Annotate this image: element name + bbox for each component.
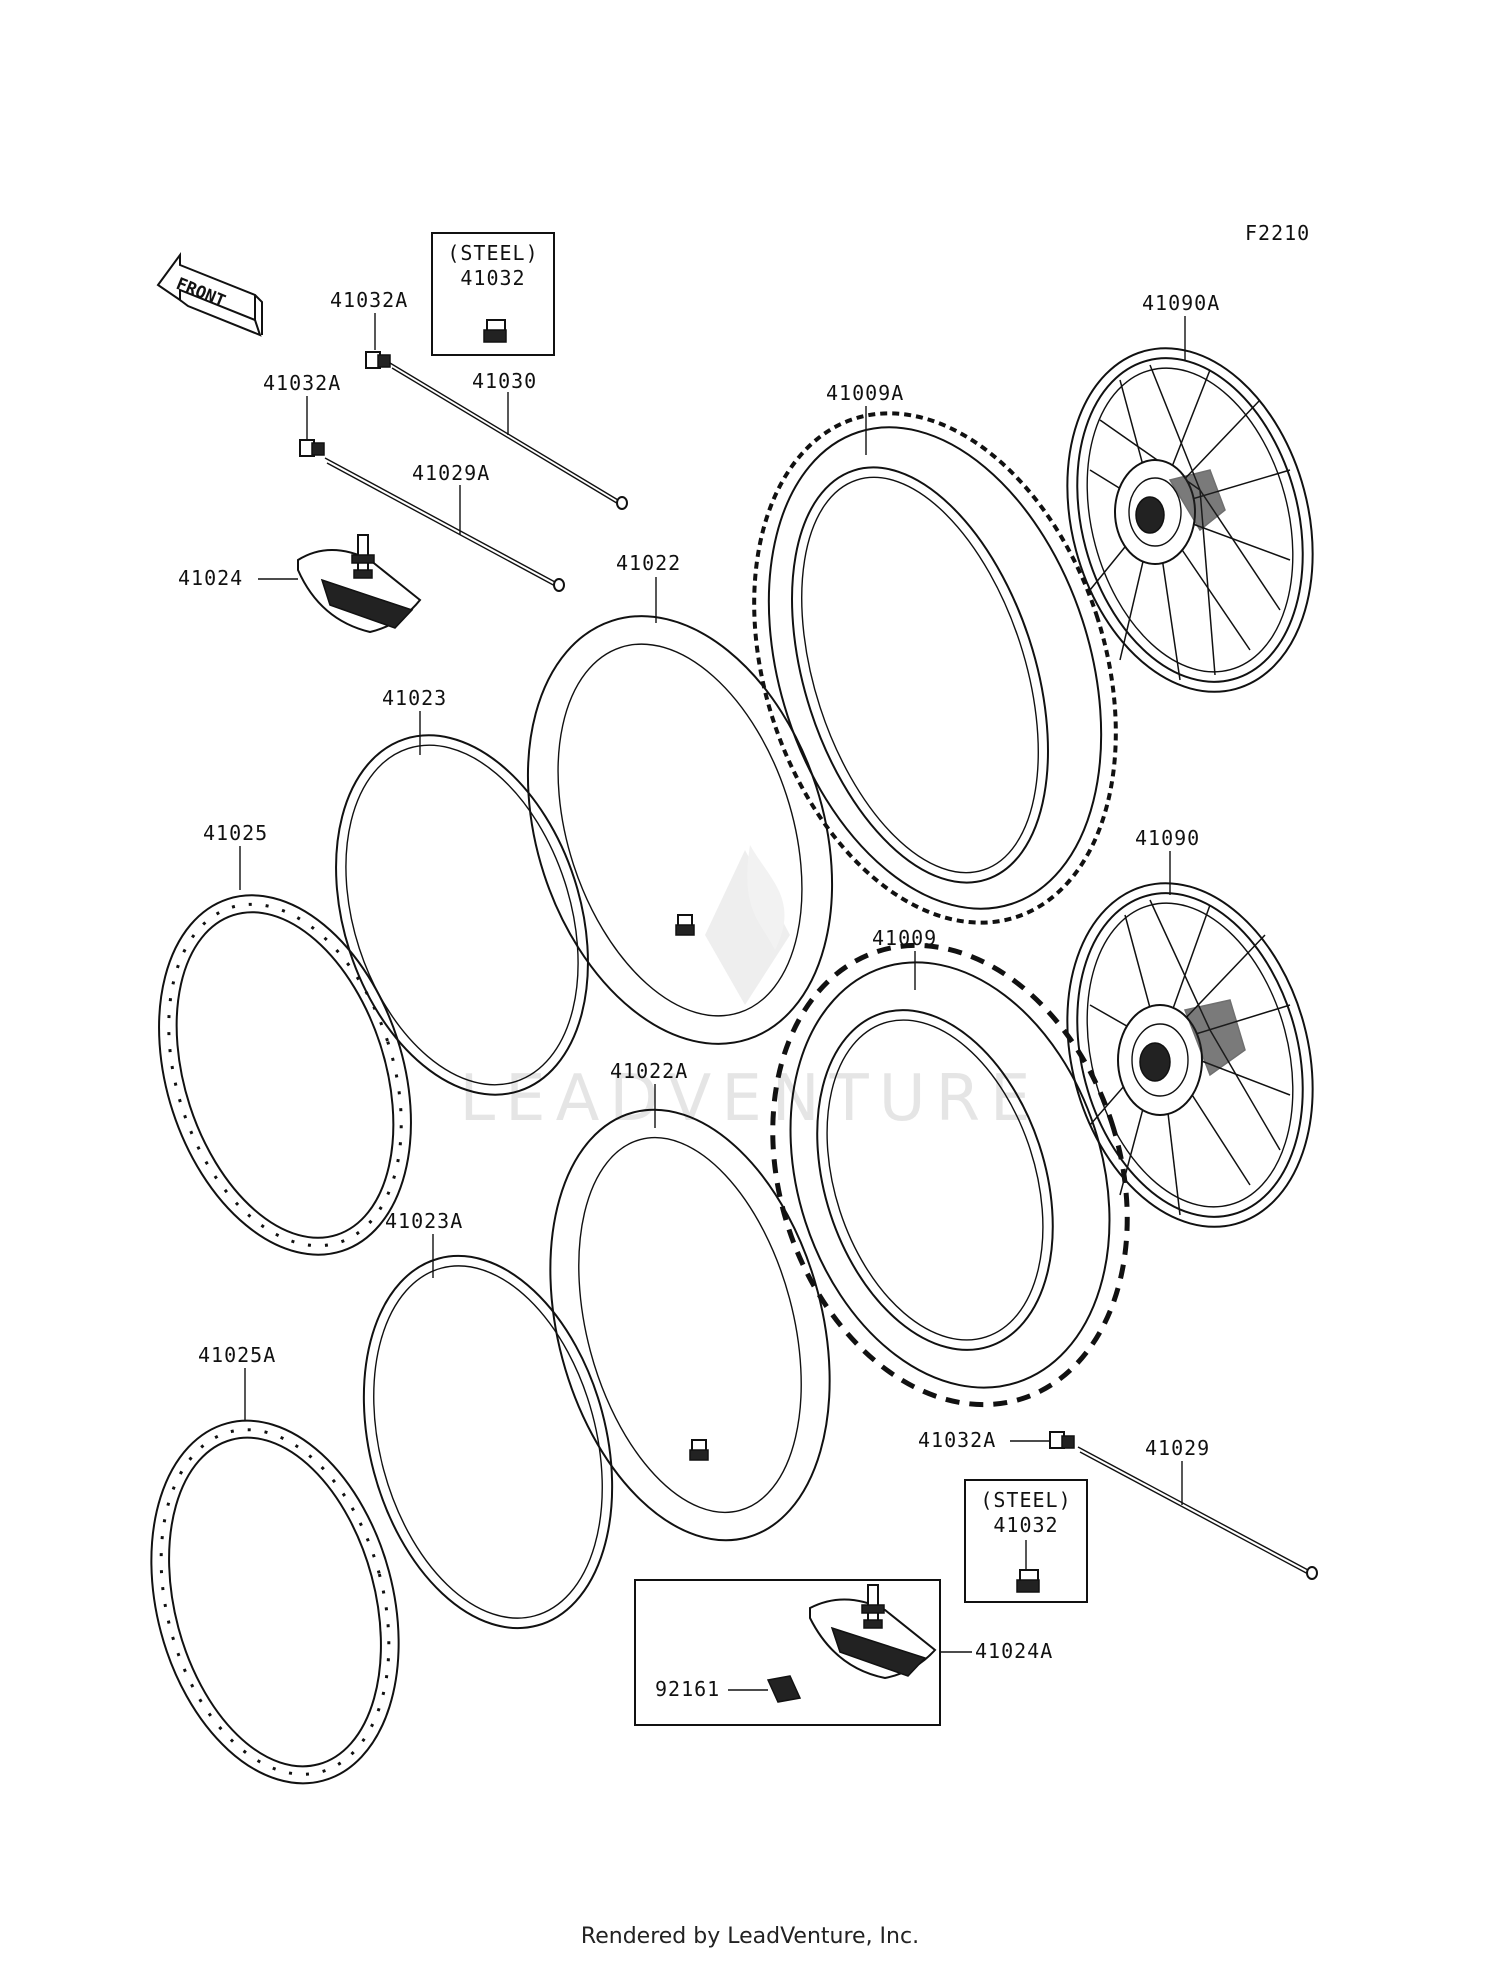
label-41032A-top: 41032A — [330, 288, 408, 312]
spoke-41029A — [324, 457, 565, 592]
front-arrow-icon: FRONT — [156, 251, 263, 337]
valve-nut-steel-bottom — [1016, 1569, 1040, 1593]
pad-92161 — [766, 1675, 802, 1703]
inner-tube-41022A — [549, 1108, 831, 1542]
label-41030: 41030 — [472, 369, 537, 393]
label-41029A: 41029A — [412, 461, 490, 485]
label-41090A: 41090A — [1142, 291, 1220, 315]
steel-box-bottom: (STEEL) 41032 — [964, 1479, 1088, 1603]
label-41022: 41022 — [616, 551, 681, 575]
label-41090: 41090 — [1135, 826, 1200, 850]
label-41024A: 41024A — [975, 1639, 1053, 1663]
wheel-41090A — [1066, 347, 1314, 693]
spoke-nipple-bottom — [1049, 1431, 1075, 1449]
watermark: LEADVENTURE — [460, 845, 1041, 1136]
watermark-text: LEADVENTURE — [460, 1062, 1041, 1136]
footer-credit: Rendered by LeadVenture, Inc. — [580, 1924, 920, 1949]
rim-41025 — [158, 894, 412, 1256]
spoke-nipple-mid — [299, 439, 325, 457]
label-41025A: 41025A — [198, 1343, 276, 1367]
box-41024A: 92161 — [634, 1579, 941, 1726]
label-41023A: 41023A — [385, 1209, 463, 1233]
rim-band-41023A — [362, 1254, 614, 1630]
label-92161: 92161 — [655, 1677, 720, 1701]
label-41023: 41023 — [382, 686, 447, 710]
inner-tube-41022 — [526, 615, 834, 1045]
valve-nut-steel-top — [483, 319, 507, 343]
label-41025: 41025 — [203, 821, 268, 845]
spoke-41030 — [389, 362, 628, 510]
spoke-41029 — [1077, 1446, 1318, 1580]
steel-box-top: (STEEL) 41032 — [431, 232, 555, 356]
figure-code: F2210 — [1245, 221, 1310, 245]
label-41032A-bottom: 41032A — [918, 1428, 996, 1452]
label-41032A-mid: 41032A — [263, 371, 341, 395]
label-41009A: 41009A — [826, 381, 904, 405]
label-41022A: 41022A — [610, 1059, 688, 1083]
steel-box-top-part: 41032 — [460, 266, 525, 290]
tire-41009A — [752, 411, 1118, 925]
label-41029: 41029 — [1145, 1436, 1210, 1460]
steel-box-top-note: (STEEL) — [447, 241, 538, 265]
rim-lock-41024A — [809, 1584, 937, 1680]
label-41024: 41024 — [178, 566, 243, 590]
rim-lock-41024 — [297, 534, 422, 634]
rim-41025A — [150, 1419, 400, 1785]
steel-box-bottom-note: (STEEL) — [980, 1488, 1071, 1512]
spoke-nipple-top — [365, 351, 391, 369]
tire-41009 — [770, 942, 1130, 1408]
steel-box-bottom-part: 41032 — [993, 1513, 1058, 1537]
